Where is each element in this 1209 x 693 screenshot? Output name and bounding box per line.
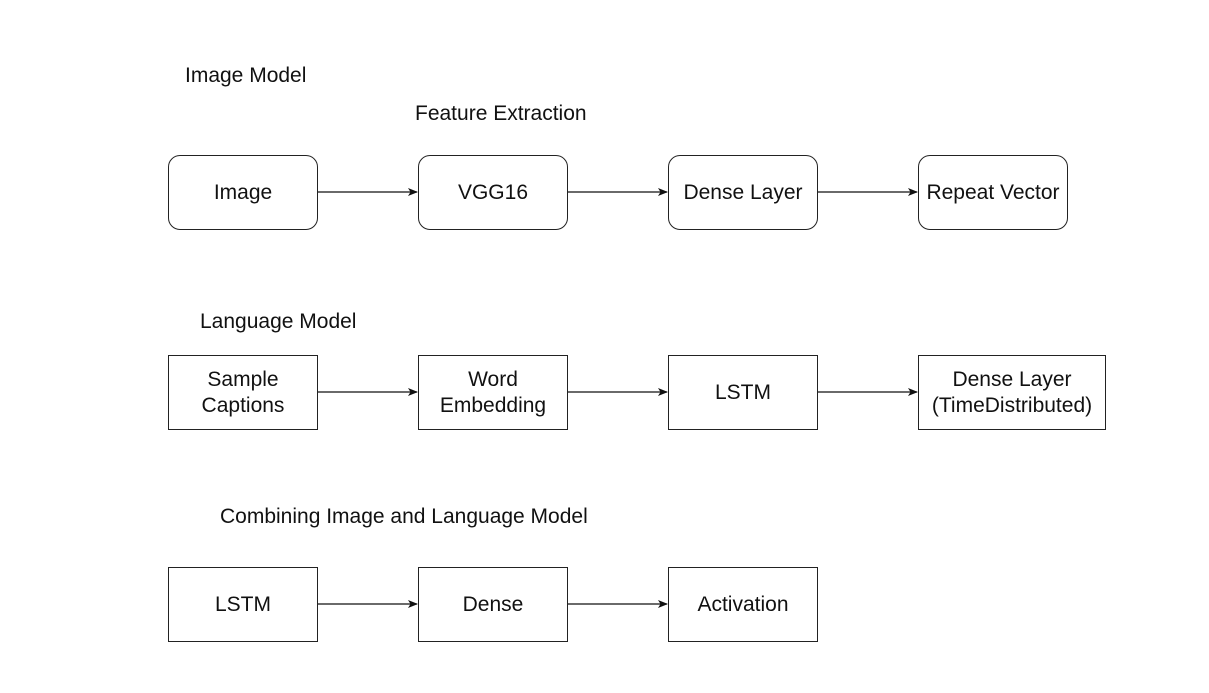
node-activation-label: Activation [697, 592, 789, 616]
node-dense-layer-timedistributed: Dense Layer (TimeDistributed) [918, 355, 1106, 430]
feature-extraction-subtitle: Feature Extraction [415, 102, 587, 125]
language-model-title: Language Model [200, 310, 357, 333]
node-sample-captions-line2: Captions [201, 393, 285, 417]
node-dense-layer-timedistributed-line2: (TimeDistributed) [931, 393, 1093, 417]
node-lstm-label: LSTM [714, 380, 771, 404]
node-word-embedding-line1: Word [468, 367, 518, 391]
node-dense-layer-label: Dense Layer [683, 180, 803, 204]
node-repeat-vector: Repeat Vector [918, 155, 1068, 230]
node-sample-captions-line1: Sample [207, 367, 279, 391]
node-image: Image [168, 155, 318, 230]
node-combined-lstm-label: LSTM [214, 592, 271, 616]
node-sample-captions: Sample Captions [168, 355, 318, 430]
combined-model-title: Combining Image and Language Model [220, 505, 588, 528]
node-image-label: Image [213, 180, 273, 204]
node-dense-label: Dense [462, 592, 524, 616]
node-dense-layer: Dense Layer [668, 155, 818, 230]
node-word-embedding-line2: Embedding [439, 393, 547, 417]
node-word-embedding: Word Embedding [418, 355, 568, 430]
node-dense: Dense [418, 567, 568, 642]
node-repeat-vector-label: Repeat Vector [926, 180, 1060, 204]
node-vgg16-label: VGG16 [457, 180, 529, 204]
node-dense-layer-timedistributed-line1: Dense Layer [952, 367, 1072, 391]
image-model-title: Image Model [185, 64, 307, 87]
node-vgg16: VGG16 [418, 155, 568, 230]
node-lstm: LSTM [668, 355, 818, 430]
node-activation: Activation [668, 567, 818, 642]
node-combined-lstm: LSTM [168, 567, 318, 642]
